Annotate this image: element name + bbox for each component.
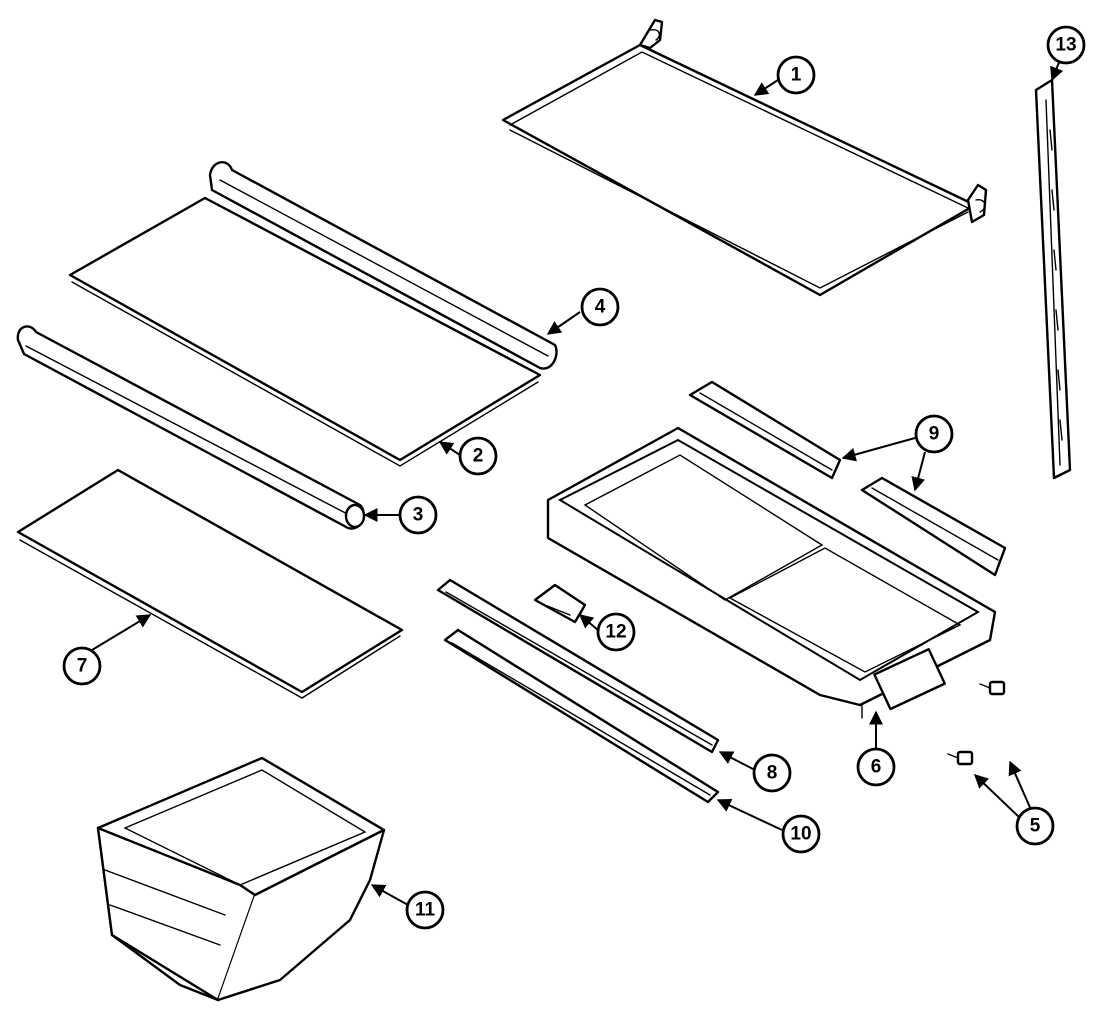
callout-13-label: 13 — [1055, 35, 1076, 56]
callout-11: 11 — [405, 890, 445, 930]
callout-5-label: 5 — [1030, 816, 1041, 837]
callout-5: 5 — [1015, 806, 1055, 846]
part-6-crisper-cover-frame — [546, 426, 997, 719]
part-2-shelf-panel — [68, 196, 542, 467]
part-4-rear-trim — [208, 161, 558, 370]
callout-2: 2 — [458, 436, 498, 476]
callout-12-label: 12 — [605, 622, 626, 643]
callout-13: 13 — [1046, 25, 1086, 65]
callout-3-label: 3 — [413, 505, 424, 526]
callout-10-label: 10 — [790, 824, 811, 845]
callout-6: 6 — [856, 747, 896, 787]
part-10-rail — [443, 628, 720, 804]
callout-2-label: 2 — [473, 446, 484, 467]
callout-9: 9 — [914, 414, 954, 454]
callout-9-label: 9 — [929, 424, 940, 445]
callout-6-label: 6 — [871, 757, 882, 778]
callout-1-label: 1 — [791, 65, 802, 86]
callout-4-label: 4 — [595, 297, 606, 318]
callout-3: 3 — [398, 495, 438, 535]
callout-8: 8 — [752, 753, 792, 793]
callout-11-label: 11 — [415, 900, 436, 921]
callout-1: 1 — [776, 55, 816, 95]
callout-7: 7 — [62, 646, 102, 686]
callout-12: 12 — [596, 612, 636, 652]
callout-4: 4 — [580, 287, 620, 327]
callout-10: 10 — [781, 814, 821, 854]
part-12-clip — [533, 583, 587, 624]
part-1-cantilever-shelf — [501, 18, 988, 297]
callout-8-label: 8 — [767, 763, 778, 784]
leader-lines — [91, 59, 1064, 906]
part-9-slide-rails — [688, 380, 1007, 577]
part-11-crisper-drawer — [96, 756, 386, 1002]
part-13-support-rail — [1034, 78, 1072, 480]
part-5-screws — [947, 680, 1006, 766]
part-8-rail — [436, 578, 720, 754]
part-7-crisper-cover-panel — [16, 468, 404, 699]
callout-7-label: 7 — [77, 656, 88, 677]
